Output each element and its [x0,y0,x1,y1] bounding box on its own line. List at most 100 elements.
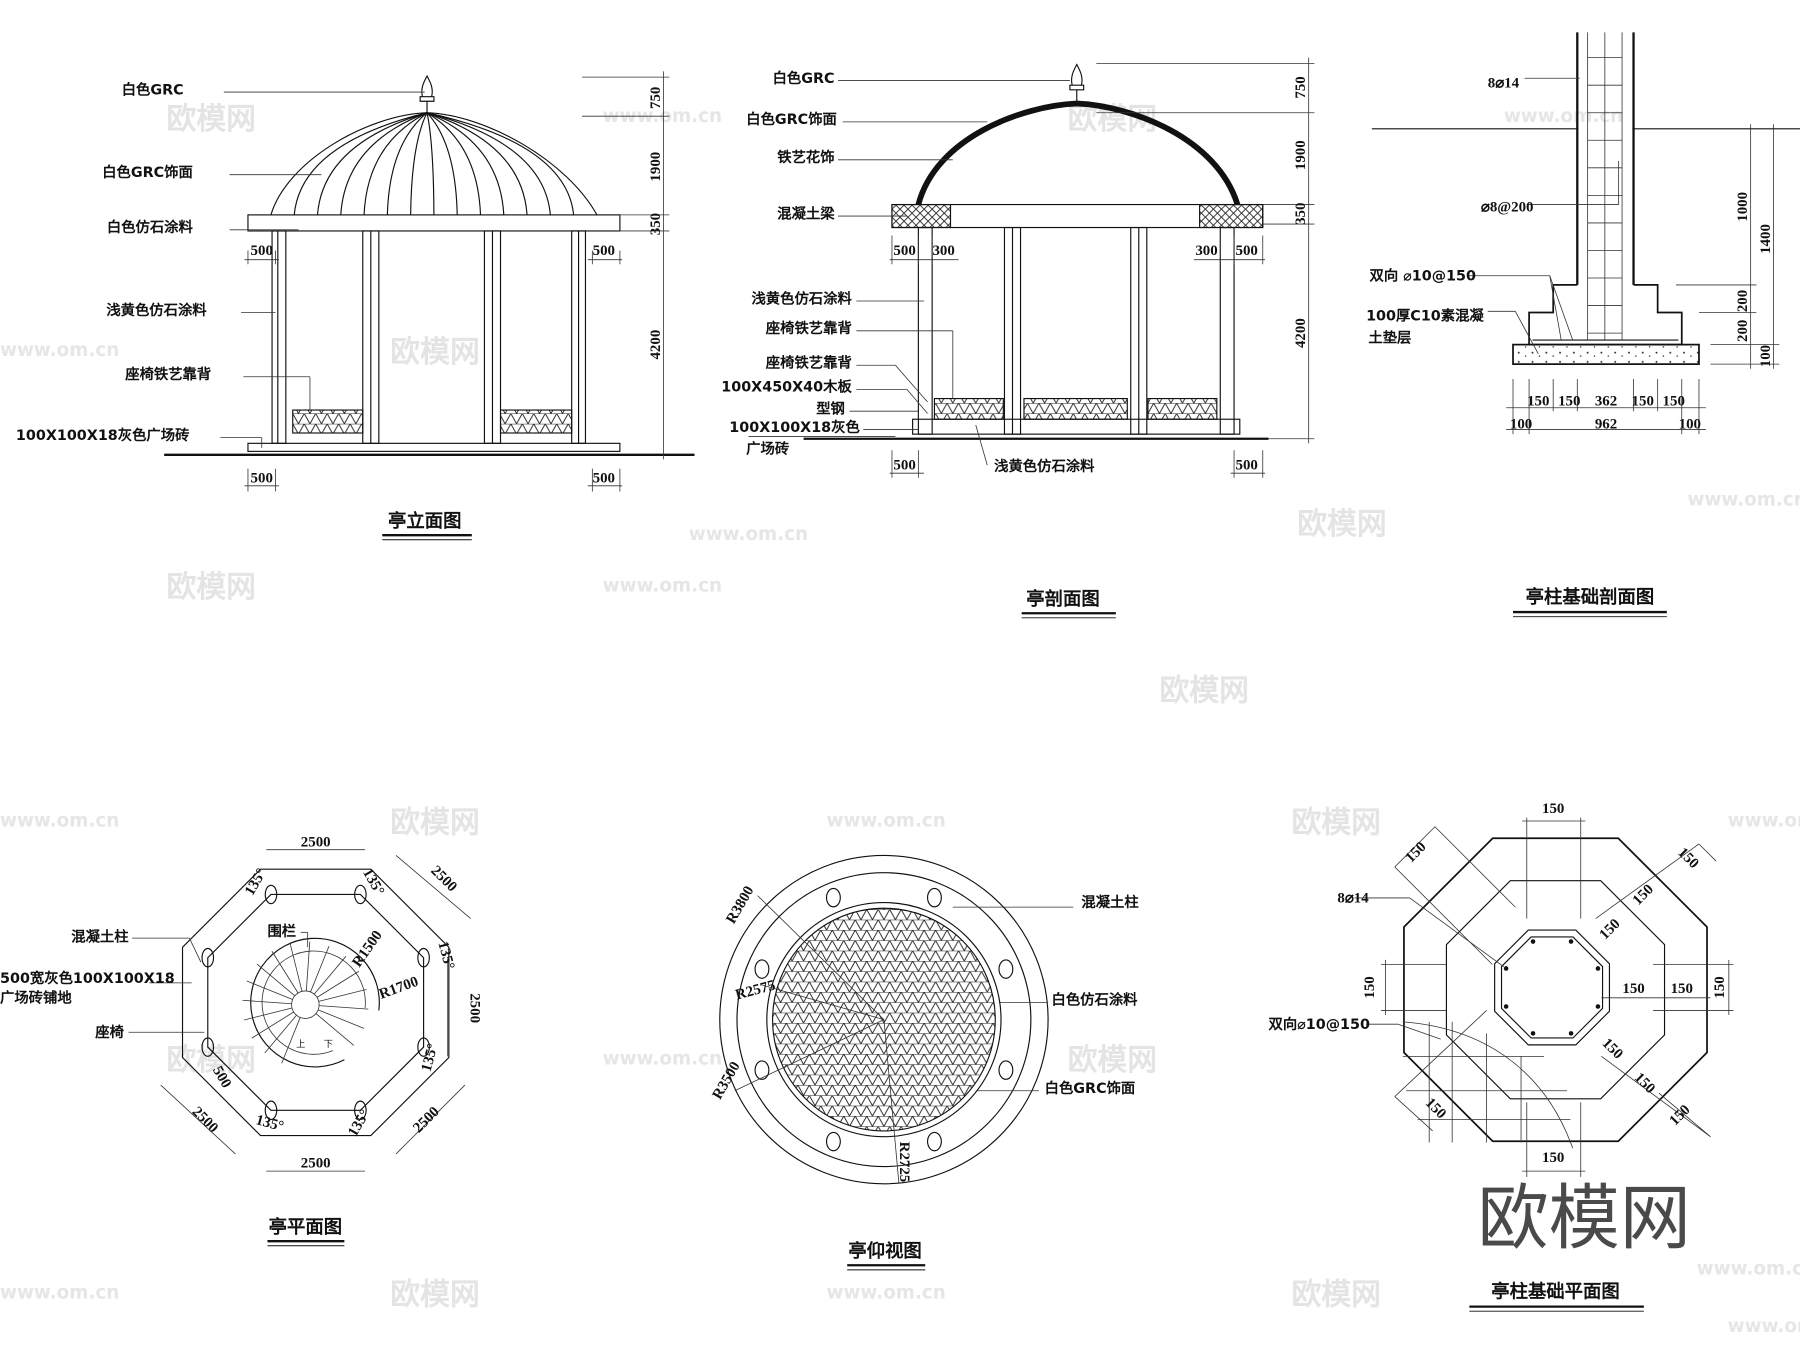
label-stirrup: ⌀8@200 [1481,199,1534,215]
dim-4200: 4200 [648,330,664,360]
watermark-url: www.om.cn [0,1283,119,1304]
watermark-brand: 欧模网 [1291,805,1380,840]
dim-r1700: R1700 [377,974,421,1003]
stair-tread [264,1014,297,1054]
column-marker [354,1100,367,1121]
dim-150: 150 [1630,882,1657,909]
inner-octagon [207,893,425,1111]
dim-350: 350 [648,213,664,235]
label-stone-paint: 白色仿石涂料 [107,218,194,236]
dim-1400: 1400 [1758,224,1774,254]
dim-r2725: R2725 [896,1142,912,1183]
rebar-dot [1503,1004,1509,1009]
label-railing: 围栏 [267,922,296,940]
dim-150: 150 [1674,845,1701,872]
watermark-url: www.om.cn [689,524,808,545]
column-markers [201,884,430,1121]
stair-tread [315,1013,354,1046]
dim-300: 300 [932,243,954,259]
label-paving: 100X100X18灰色 [729,418,860,436]
label-bench-back: 座椅铁艺靠背 [765,354,852,372]
bench-backrest [499,409,573,434]
railing-arc [250,937,380,1068]
watermark-logo: 欧模网 [1477,1176,1690,1259]
angle-135: 135° [345,1107,373,1140]
watermark-url: www.om.cn [1504,106,1623,127]
label-grc-finish: 白色GRC饰面 [746,110,837,128]
dome-rib [386,112,428,215]
dome-rib [426,112,575,215]
angle-135: 135° [419,1042,442,1074]
dim-1900: 1900 [648,152,664,182]
column-rebar-ring [1500,936,1604,1039]
label-iron-ornament: 铁艺花饰 [777,148,834,166]
dim-2500-bottom: 2500 [301,1156,331,1172]
section-dim-lines [889,57,1315,478]
column-marker [998,1060,1014,1080]
dome-rib [293,112,428,215]
stair-tread [271,950,299,994]
label-concrete-column: 混凝土柱 [1081,893,1139,911]
column-marker [417,1037,430,1057]
dim-100: 100 [1758,345,1774,367]
label-yellow-stone-paint: 浅黄色仿石涂料 [751,289,852,307]
dim-962: 962 [1595,416,1617,432]
dim-150: 150 [1632,393,1654,409]
roof-slab [247,214,621,232]
footing-steps [1528,284,1683,346]
base-platform [912,418,1241,435]
rebar-dot [1530,1031,1536,1036]
footing-outline [1403,837,1708,1143]
dim-500: 500 [893,458,915,474]
watermark-brand: 欧模网 [166,570,255,605]
dim-100: 100 [1510,416,1532,432]
elevation-view: 白色GRC 白色GRC饰面 白色仿石涂料 浅黄色仿石涂料 座椅铁艺靠背 100X… [16,71,695,541]
stair-tread [316,970,360,998]
rebar-dot [1503,966,1509,971]
label-white-grc: 白色GRC [773,69,835,87]
ceiling-leaders [734,895,1074,1183]
column-marker [998,959,1014,979]
dim-4200: 4200 [1293,318,1309,348]
elevation-dim-lines [244,71,670,492]
watermark-brand: 欧模网 [166,1043,255,1078]
footing-plan-title: 亭柱基础平面图 [1491,1280,1620,1302]
column-marker [264,1100,278,1121]
watermark-brand: 欧模网 [1159,673,1248,708]
dim-500: 500 [593,470,615,486]
rebar-grid [1587,32,1623,341]
ceiling-view: 混凝土柱 白色仿石涂料 白色GRC饰面 R3800 R2575 R3500 R2… [710,854,1139,1271]
dome-rib [426,112,528,215]
column-marker [825,1131,841,1152]
dim-500: 500 [893,243,915,259]
stair-core [291,990,320,1019]
dome-rib [426,112,458,215]
outer-ring [719,854,1049,1185]
stair-tread [318,989,367,1002]
rebar-dot [1595,966,1601,971]
dim-150: 150 [1622,981,1644,997]
ceiling-title: 亭仰视图 [848,1240,921,1262]
stair-tread [319,1005,369,1010]
watermark-brand: 欧模网 [1068,1043,1157,1078]
dim-150: 150 [1527,393,1549,409]
stair-tread [289,943,303,992]
stair-tread [242,999,292,1005]
dim-150: 150 [1712,976,1728,998]
column-outline [1576,32,1635,285]
column-marker [926,1131,942,1152]
dome-rib [426,112,551,215]
concrete-cushion [1512,343,1700,365]
plan-leaders [128,849,471,1172]
bench [1147,397,1218,420]
stair-tread [256,963,296,997]
middle-ring [736,872,1032,1168]
dim-2500-ne: 2500 [427,863,459,895]
dim-362: 362 [1595,393,1617,409]
dim-r2575: R2575 [734,978,777,1004]
watermark-url: www.om.cn [603,1048,722,1069]
dome-rib [340,112,428,215]
footing-plan-dims [1354,817,1734,1177]
dim-500: 500 [251,243,273,259]
bench [1023,397,1128,420]
